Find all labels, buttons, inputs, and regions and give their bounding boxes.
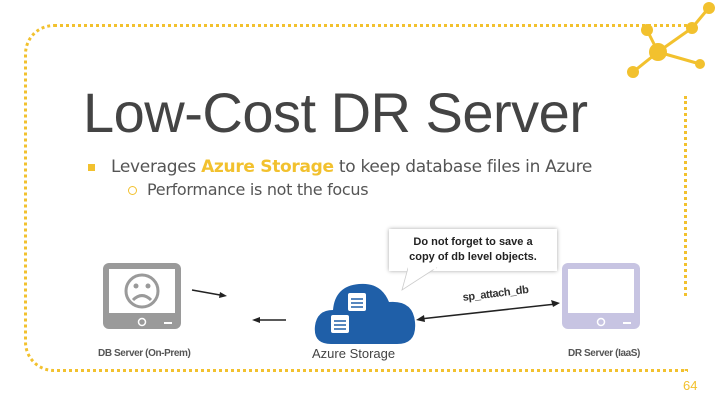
sub-bullet-ring-icon <box>128 186 137 195</box>
callout-line-1: Do not forget to save a <box>413 236 533 248</box>
bullet-1-suffix: to keep database files in Azure <box>333 157 593 177</box>
azure-storage-cloud <box>314 283 416 344</box>
bullet-2-text: Performance is not the focus <box>147 180 369 199</box>
arrows-to-storage <box>191 289 286 323</box>
bullet-square-icon <box>88 163 95 171</box>
bullet-leverages-storage: Leverages Azure Storage to keep database… <box>88 157 592 177</box>
dr-server-iaas-monitor <box>562 263 640 329</box>
slide-frame <box>24 24 688 372</box>
callout-box: Do not forget to save a copy of db level… <box>389 229 557 271</box>
azure-storage-label: Azure Storage <box>312 346 396 361</box>
bullet-1-highlight: Azure Storage <box>201 157 334 177</box>
dr-server-iaas-label: DR Server (IaaS) <box>568 348 640 359</box>
slide-frame-right <box>684 96 687 296</box>
callout-line-2: copy of db level objects. <box>409 251 537 263</box>
callout-pointer <box>401 267 438 291</box>
database-icon-2 <box>331 315 349 333</box>
hub-network-icon <box>627 2 715 78</box>
db-server-onprem-label: DB Server (On-Prem) <box>98 348 191 359</box>
bullet-performance: Performance is not the focus <box>128 180 369 199</box>
attach-double-arrow <box>416 300 560 322</box>
sad-face-icon <box>124 273 160 309</box>
bullet-1-prefix: Leverages <box>111 157 202 177</box>
slide-title: Low-Cost DR Server <box>83 81 588 144</box>
page-number: 64 <box>683 378 698 393</box>
db-server-onprem-monitor <box>103 263 181 329</box>
database-icon <box>348 293 366 311</box>
